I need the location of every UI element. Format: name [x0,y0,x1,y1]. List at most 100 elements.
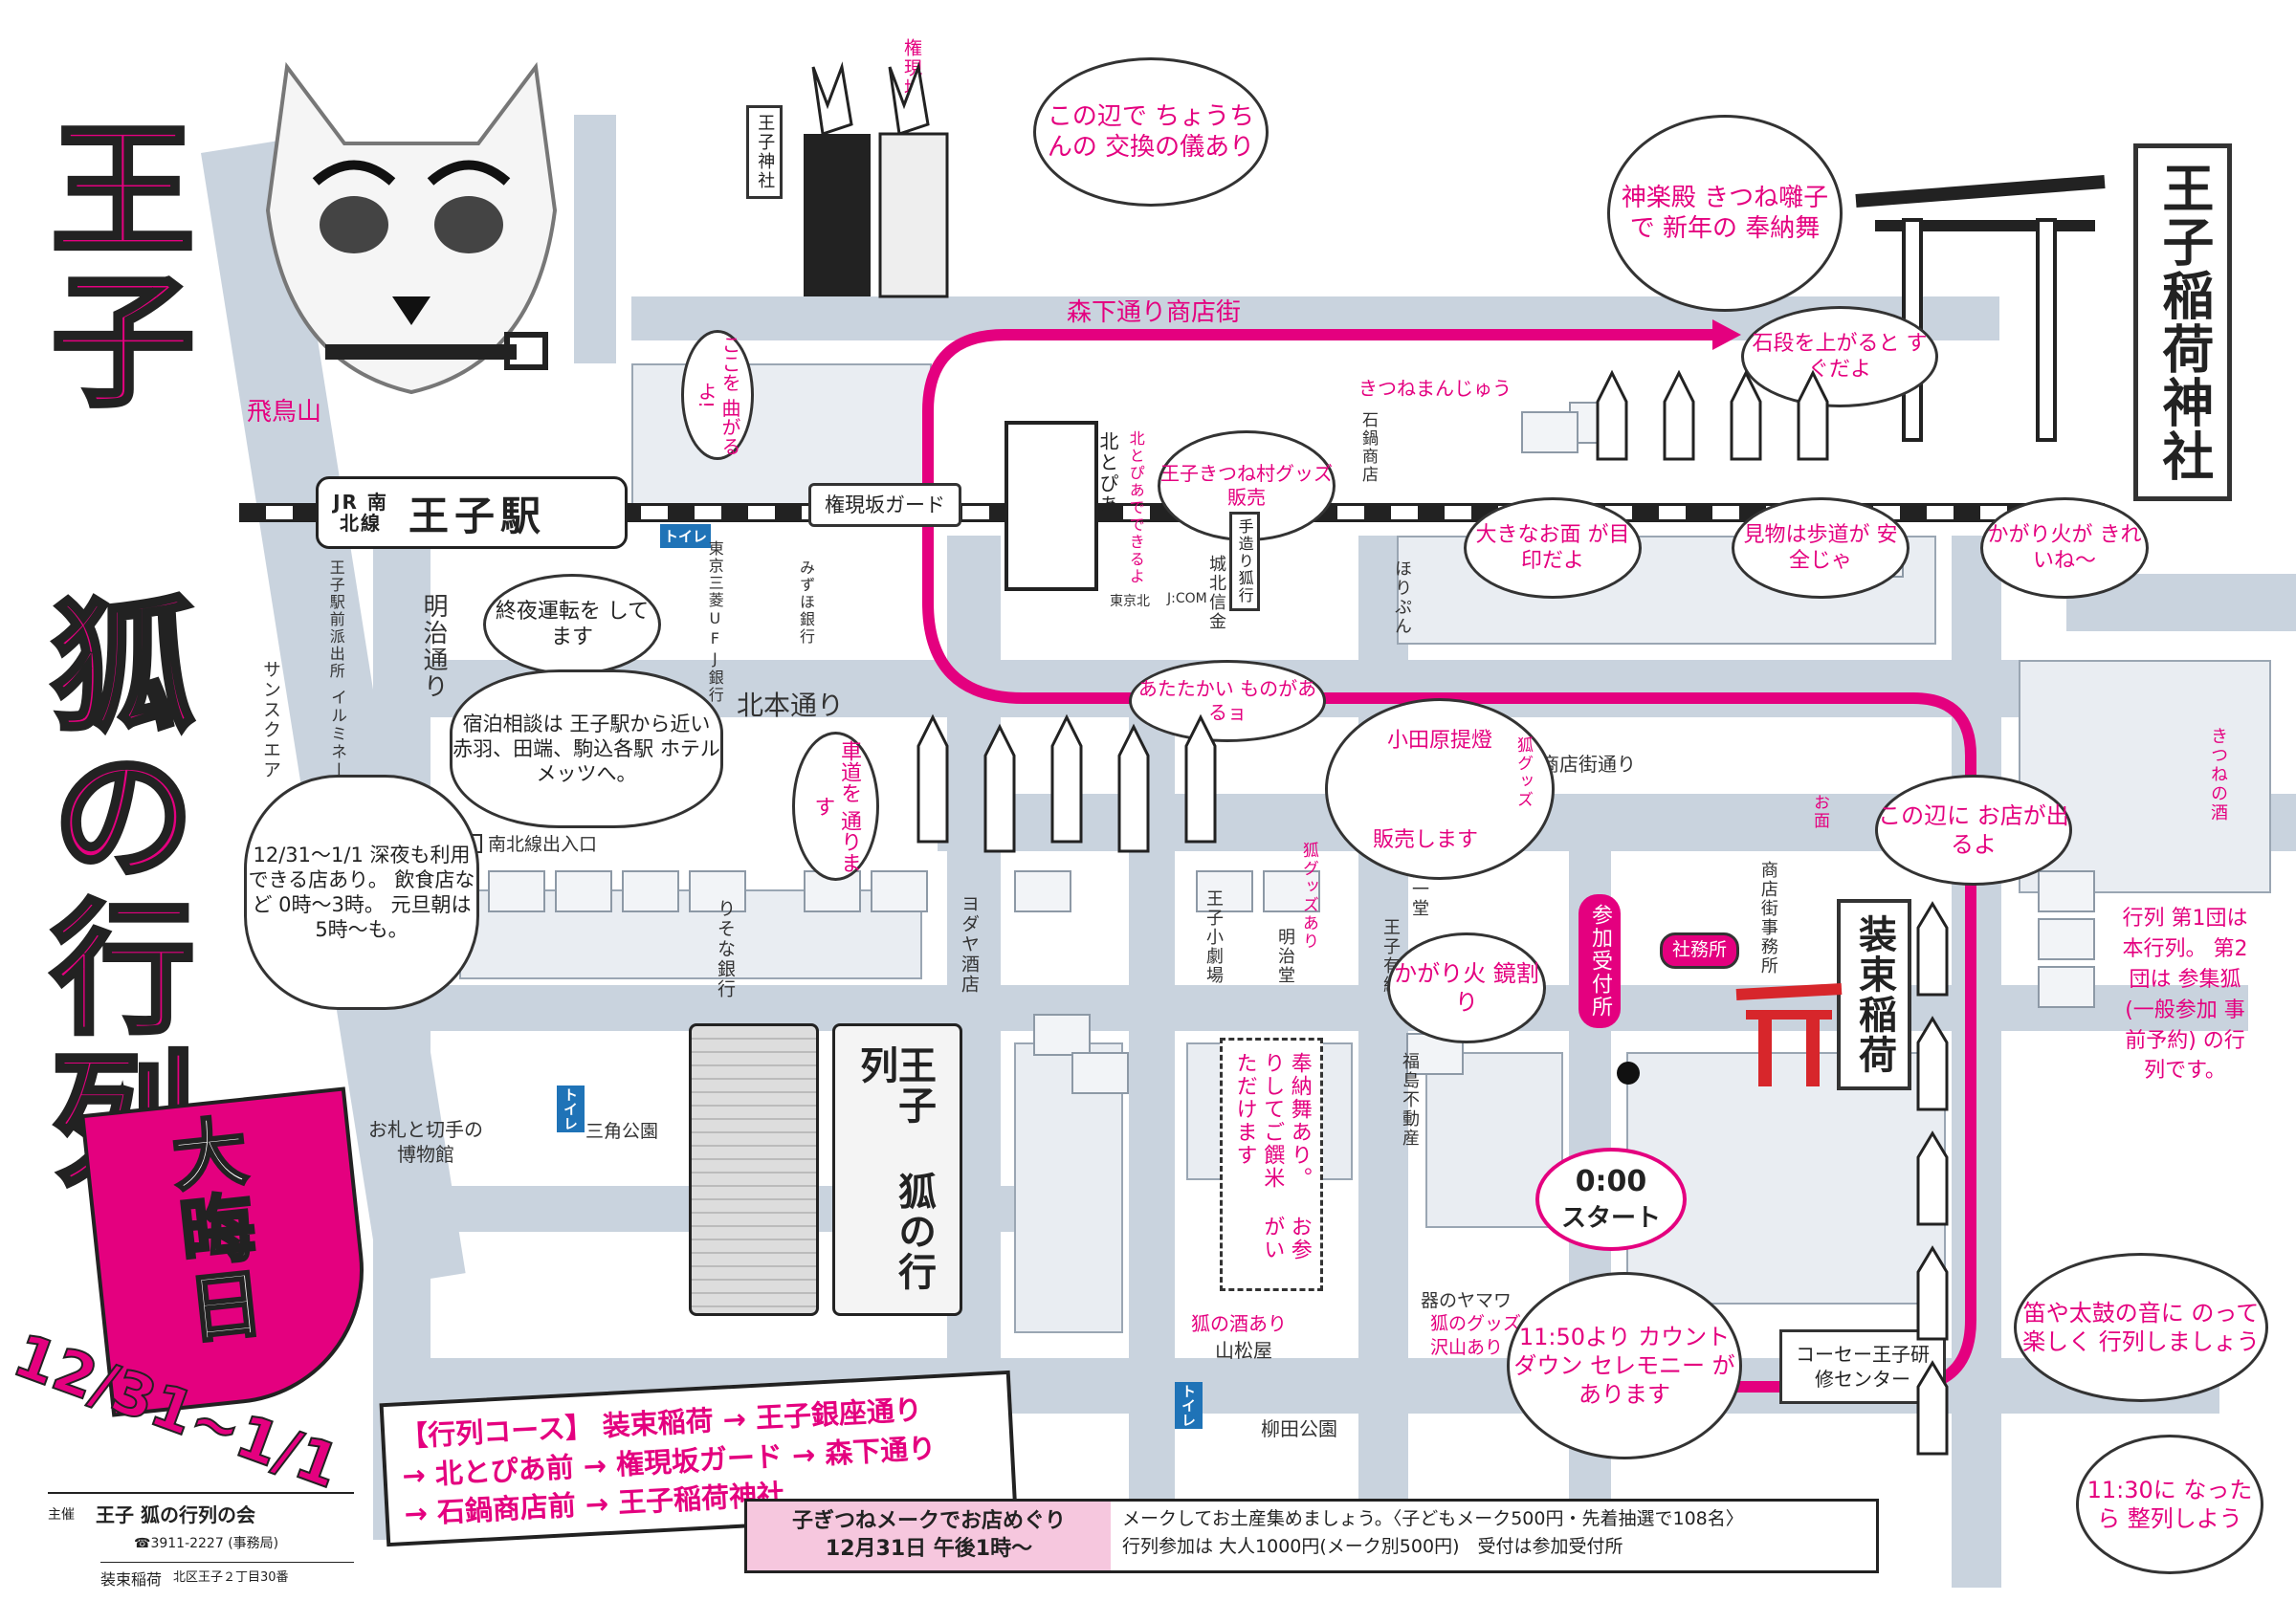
bubble-shuya: 終夜運転を してます [483,574,661,675]
fox-row-image [1596,369,1829,461]
bubble-hono: 奉納舞あり。 お参りしてご饌米 がいただけます [1220,1038,1323,1291]
sankaku-toilet: トイレ [557,1086,585,1132]
organizer-row: 主催 王子 狐の行列の会 [48,1500,354,1527]
reception-dot [1617,1062,1640,1085]
label-morishita-street: 森下通り商店街 [1067,298,1242,327]
fox-couple-image [804,61,949,298]
route-arrow [1712,319,1741,350]
label-kitsune-goods3: 狐のグッズ沢山あり [1430,1313,1522,1358]
house [2038,870,2095,912]
main-title: 王子 狐の行列 [25,113,196,1198]
organizer-label: 主催 [48,1506,75,1523]
station-name: 王子駅 [408,492,547,539]
house [1196,870,1253,912]
fox-group-image [916,713,1217,853]
gongenzaka-guard-label: 権現坂ガード [808,483,961,528]
house [488,870,545,912]
label-omen-small: お面 [1810,794,1829,830]
station-sign: JR 南北線 王子駅 [316,476,628,549]
organizer-name: 王子 狐の行列の会 [96,1503,255,1526]
lantern-left [689,1023,819,1316]
label-meiji-street: 明治通り [419,593,448,700]
label-kitatopia: 北とぴあ [1096,431,1119,515]
label-oji-theater: 王子小劇場 [1203,889,1224,985]
bubble-kagaribi: かがり火が きれいね〜 [1980,497,2149,599]
bubble-hodou: 見物は歩道が 安全じゃ [1732,497,1910,599]
torii-shozoku [1735,983,1843,1086]
start-badge: 0:00 スタート [1535,1148,1687,1251]
info-gyoretsu: 行列 第1団は 本行列。 第2団は 参集狐 (一般参加 事前予約) の行列です。 [2122,907,2248,1084]
start-label: スタート [1560,1204,1661,1233]
house [1521,411,1578,453]
route-path [922,329,1976,1393]
label-tokyo-kita: 東京北 [1110,594,1150,609]
station-toilet: トイレ [660,524,712,548]
label-asukayama: 飛鳥山 [247,398,322,427]
bubble-ishidan: 石段を上がると すぐだよ [1741,306,1938,407]
start-time: 0:00 [1575,1165,1647,1198]
label-yamamatsuya: 山松屋 [1215,1339,1272,1362]
organizer-venue: 装束稲荷 [100,1570,163,1589]
label-kitsune-goods2: 狐グッズあり [1298,842,1318,951]
label-kitsune-sake-ari: 狐の酒あり [1191,1312,1287,1335]
label-yamawa: 器のヤマワ [1421,1290,1512,1311]
station-line: JR 南北線 [333,491,388,535]
bubble-kagami: かがり火 鏡割り [1387,932,1546,1043]
label-ofuda-museum: お札と切手の博物館 [368,1118,483,1166]
label-oji-inari-shrine: 王子稲荷神社 [2133,143,2232,501]
kitatopia-building [1004,421,1098,591]
label-shoten-office: 商店街事務所 [1757,861,1778,976]
fox-mask-image [265,61,558,395]
label-kitsune-sake: きつねの酒 [2208,727,2228,822]
label-johoku: 城北信金 [1206,555,1226,631]
house [622,870,679,912]
label-hanbai: 販売します [1373,828,1479,852]
house [1071,1052,1129,1094]
house [1014,870,1071,912]
bubble-chochin: この辺で ちょうちんの 交換の儀あり [1033,57,1269,207]
lantern-right: 王子 狐の行列 [832,1023,962,1316]
event-day: 大晦日 [155,1109,268,1349]
bubble-odawara: 小田原提燈 [1325,698,1555,880]
kids-date: 12月31日 午後1時〜 [825,1537,1033,1561]
bubble-kagura: 神楽殿 きつね囃子で 新年の 奉納舞 [1607,115,1843,312]
label-kitsune-goods: 狐グッズ [1513,736,1533,809]
label-horipun: ほりぷん [1392,559,1412,636]
kids-detail-block: メークしてお土産集めましょう。〈子どもメーク500円・先着抽選で108名〉 行列… [1111,1502,1755,1570]
organizer-phone: ☎3911-2227 (事務局) [134,1536,279,1551]
label-tezukuri: 手造り狐行 [1229,512,1260,611]
label-oji-shrine: 王子神社 [746,105,784,199]
label-yanagita-park: 柳田公園 [1261,1417,1337,1440]
bubble-atatakai: あたたかい ものがあるョ [1129,660,1326,742]
label-kitsune-manju: きつねまんじゅう [1358,377,1512,400]
kids-line-1: メークしてお土産集めましょう。〈子どもメーク500円・先着抽選で108名〉 [1122,1508,1744,1529]
house [1263,870,1320,912]
bubble-magaru: ここを 曲がるよ! [681,330,754,460]
torii-oji-inari [1855,175,2106,442]
organizer-address: 北区王子２丁目30番 [173,1570,289,1585]
kids-title-block: 子ぎつねメークでお店めぐり 12月31日 午後1時〜 [747,1502,1111,1570]
house [2038,918,2095,960]
fox-column-image [1916,901,1949,1456]
label-yodaya: ヨダヤ酒店 [959,894,980,995]
label-ishinabe: 石鍋商店 [1358,411,1378,484]
label-jcom: J:COM [1167,591,1207,606]
yanagita-toilet: トイレ [1175,1382,1203,1429]
house [1033,1014,1091,1056]
house [871,870,928,912]
bubble-fue: 笛や太鼓の音に のって楽しく 行列しましょう [2014,1253,2268,1402]
house [689,870,746,912]
bubble-countdown: 11:50より カウントダウン セレモニー があります [1507,1272,1742,1459]
label-shozoku-inari: 装束稲荷 [1837,899,1911,1090]
road-upper-left [574,115,616,363]
organizer-box: 主催 王子 狐の行列の会 ☎3911-2227 (事務局) 装束稲荷 北区王子２… [48,1492,354,1590]
label-mizuho: みずほ銀行 [797,559,815,646]
label-goods-place: 北とぴあでできるよ [1126,430,1145,585]
label-shamusho: 社務所 [1660,932,1740,969]
label-meijido: 明治堂 [1275,928,1295,985]
label-sunsquare: サンスクエア [260,660,281,780]
house [2038,966,2095,1008]
label-ufj: 東京三菱UFJ銀行 [705,540,724,704]
bubble-seiretsu: 11:30に なったら 整列しよう [2076,1435,2263,1574]
